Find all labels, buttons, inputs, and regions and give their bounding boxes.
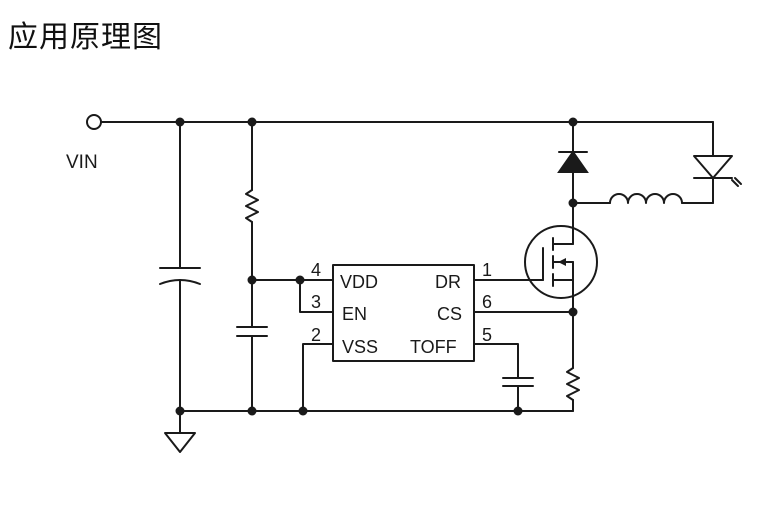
vdd-capacitor bbox=[236, 279, 268, 412]
pin-number-4: 4 bbox=[311, 260, 321, 280]
mosfet bbox=[524, 202, 598, 313]
ground-symbol bbox=[164, 410, 196, 453]
led bbox=[693, 121, 742, 204]
page-title: 应用原理图 bbox=[8, 20, 163, 55]
toff-capacitor bbox=[473, 343, 534, 412]
vdd-resistor bbox=[245, 121, 259, 281]
sense-resistor bbox=[566, 311, 580, 412]
freewheel-diode bbox=[557, 121, 589, 204]
pin-name-vss: VSS bbox=[342, 337, 378, 357]
junction-dots bbox=[175, 117, 578, 416]
pin-number-2: 2 bbox=[311, 325, 321, 345]
pin-number-6: 6 bbox=[482, 292, 492, 312]
pin-name-en: EN bbox=[342, 304, 367, 324]
vin-label: VIN bbox=[66, 152, 98, 173]
pin-number-5: 5 bbox=[482, 325, 492, 345]
pin-name-dr: DR bbox=[435, 272, 461, 292]
en-wire bbox=[299, 279, 334, 313]
pin-name-toff: TOFF bbox=[410, 337, 457, 357]
pin-number-1: 1 bbox=[482, 260, 492, 280]
pin-name-vdd: VDD bbox=[340, 272, 378, 292]
pin-name-cs: CS bbox=[437, 304, 462, 324]
input-capacitor bbox=[159, 121, 201, 412]
pin-number-3: 3 bbox=[311, 292, 321, 312]
inductor bbox=[572, 193, 714, 204]
vin-terminal bbox=[86, 114, 102, 130]
vss-wire bbox=[302, 343, 334, 412]
